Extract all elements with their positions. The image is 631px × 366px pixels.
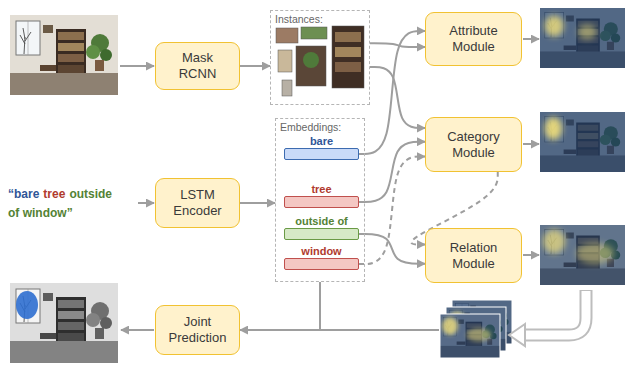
figure-line (121, 329, 154, 331)
figure-use (440, 314, 500, 358)
connector-arrow (359, 142, 425, 202)
dashed-connector (359, 157, 425, 264)
figure-rect (301, 27, 327, 39)
photo-scene (10, 283, 118, 363)
connector-arrow (370, 67, 425, 128)
sentence-line: “baretreeoutside (8, 184, 116, 203)
figure-line (120, 65, 154, 67)
figure-rect (278, 50, 292, 72)
box-label: Mask RCNN (162, 50, 233, 82)
process-box: Attribute Module (425, 12, 522, 66)
process-box: Joint Prediction (155, 305, 240, 355)
connector-arrow (240, 65, 270, 67)
figure-ellipse (545, 16, 564, 37)
process-box: Category Module (425, 117, 522, 172)
figure-line (523, 254, 539, 256)
figure-rect (276, 28, 298, 43)
embedding-bar: tree (284, 183, 359, 208)
photo-scene (10, 15, 118, 95)
figure-line (523, 38, 539, 40)
group-heading: Embeddings: (276, 119, 364, 133)
figure-circle (303, 52, 319, 68)
box-label: Attribute Module (432, 23, 515, 55)
figure-path (524, 290, 586, 335)
figure-ellipse (576, 243, 614, 264)
process-box: Relation Module (425, 228, 522, 283)
sentence-line: of window” (8, 203, 116, 222)
embedding-label: bare (284, 135, 359, 147)
group-heading: Instances: (271, 11, 369, 25)
query-word: “bare (8, 185, 39, 203)
box-label: Relation Module (432, 240, 515, 272)
embedding-bar: window (284, 245, 359, 270)
figure-rect (335, 47, 361, 57)
embedding-vector (284, 148, 359, 160)
connector-arrow (370, 43, 425, 47)
figure-ellipse (578, 25, 597, 40)
prediction-mask (16, 291, 38, 319)
process-box: LSTM Encoder (155, 178, 240, 228)
figure-g (240, 31, 498, 330)
box-label: LSTM Encoder (162, 187, 233, 219)
connector-arrow (359, 234, 425, 264)
query-word: outside (69, 185, 112, 203)
embedding-label: window (284, 245, 359, 257)
embedding-vector (284, 228, 359, 240)
figure-rect (540, 225, 625, 285)
embedding-vector (284, 196, 359, 208)
input-sentence: “baretreeoutsideof window” (8, 184, 116, 222)
figure-rect (335, 32, 361, 42)
figure-use (540, 8, 625, 68)
figure-line (523, 143, 539, 145)
figure-rect (440, 314, 500, 358)
figure-ellipse (467, 328, 491, 341)
container-box: Embeddings: bare tree outside of window (275, 118, 365, 282)
figure-rect (332, 26, 364, 88)
embedding-label: tree (284, 183, 359, 195)
figure-rect (540, 8, 625, 68)
figure-rect (540, 112, 625, 172)
figure-g (440, 314, 500, 358)
box-label: Joint Prediction (162, 314, 233, 346)
embedding-bar: bare (284, 135, 359, 160)
input-photo (10, 15, 118, 95)
figure-rect (335, 62, 361, 72)
query-word: tree (43, 185, 65, 203)
query-word: of window” (8, 204, 73, 222)
category-heatmap (540, 112, 625, 172)
box-label: Category Module (432, 129, 515, 161)
embedding-bar: outside of (284, 215, 359, 240)
process-box: Mask RCNN (155, 42, 240, 90)
container-box: Instances: (270, 10, 370, 105)
instance-thumbnails (276, 26, 364, 96)
figure-rect (440, 314, 500, 358)
figure-polygon (509, 324, 525, 346)
figure-line (320, 329, 439, 331)
connector-arrow (240, 282, 320, 330)
figure-rect (296, 46, 326, 86)
embedding-label: outside of (284, 215, 359, 227)
figure-use (540, 225, 625, 285)
embedding-vector (284, 258, 359, 270)
figure-ellipse (442, 317, 458, 335)
figure-path (523, 291, 586, 335)
hollow-arrow (509, 290, 586, 346)
heatmap-stack (440, 300, 512, 358)
figure-rect (282, 80, 292, 96)
figure-line (138, 202, 154, 204)
figure-use (540, 112, 625, 172)
connector-arrow (240, 202, 275, 204)
connector-arrow (359, 31, 425, 154)
output-photo (10, 283, 118, 363)
figure-ellipse (543, 230, 565, 254)
relation-heatmap (540, 225, 625, 285)
layout-arrows (120, 39, 539, 330)
attribute-heatmap (540, 8, 625, 68)
figure-ellipse (545, 117, 562, 140)
